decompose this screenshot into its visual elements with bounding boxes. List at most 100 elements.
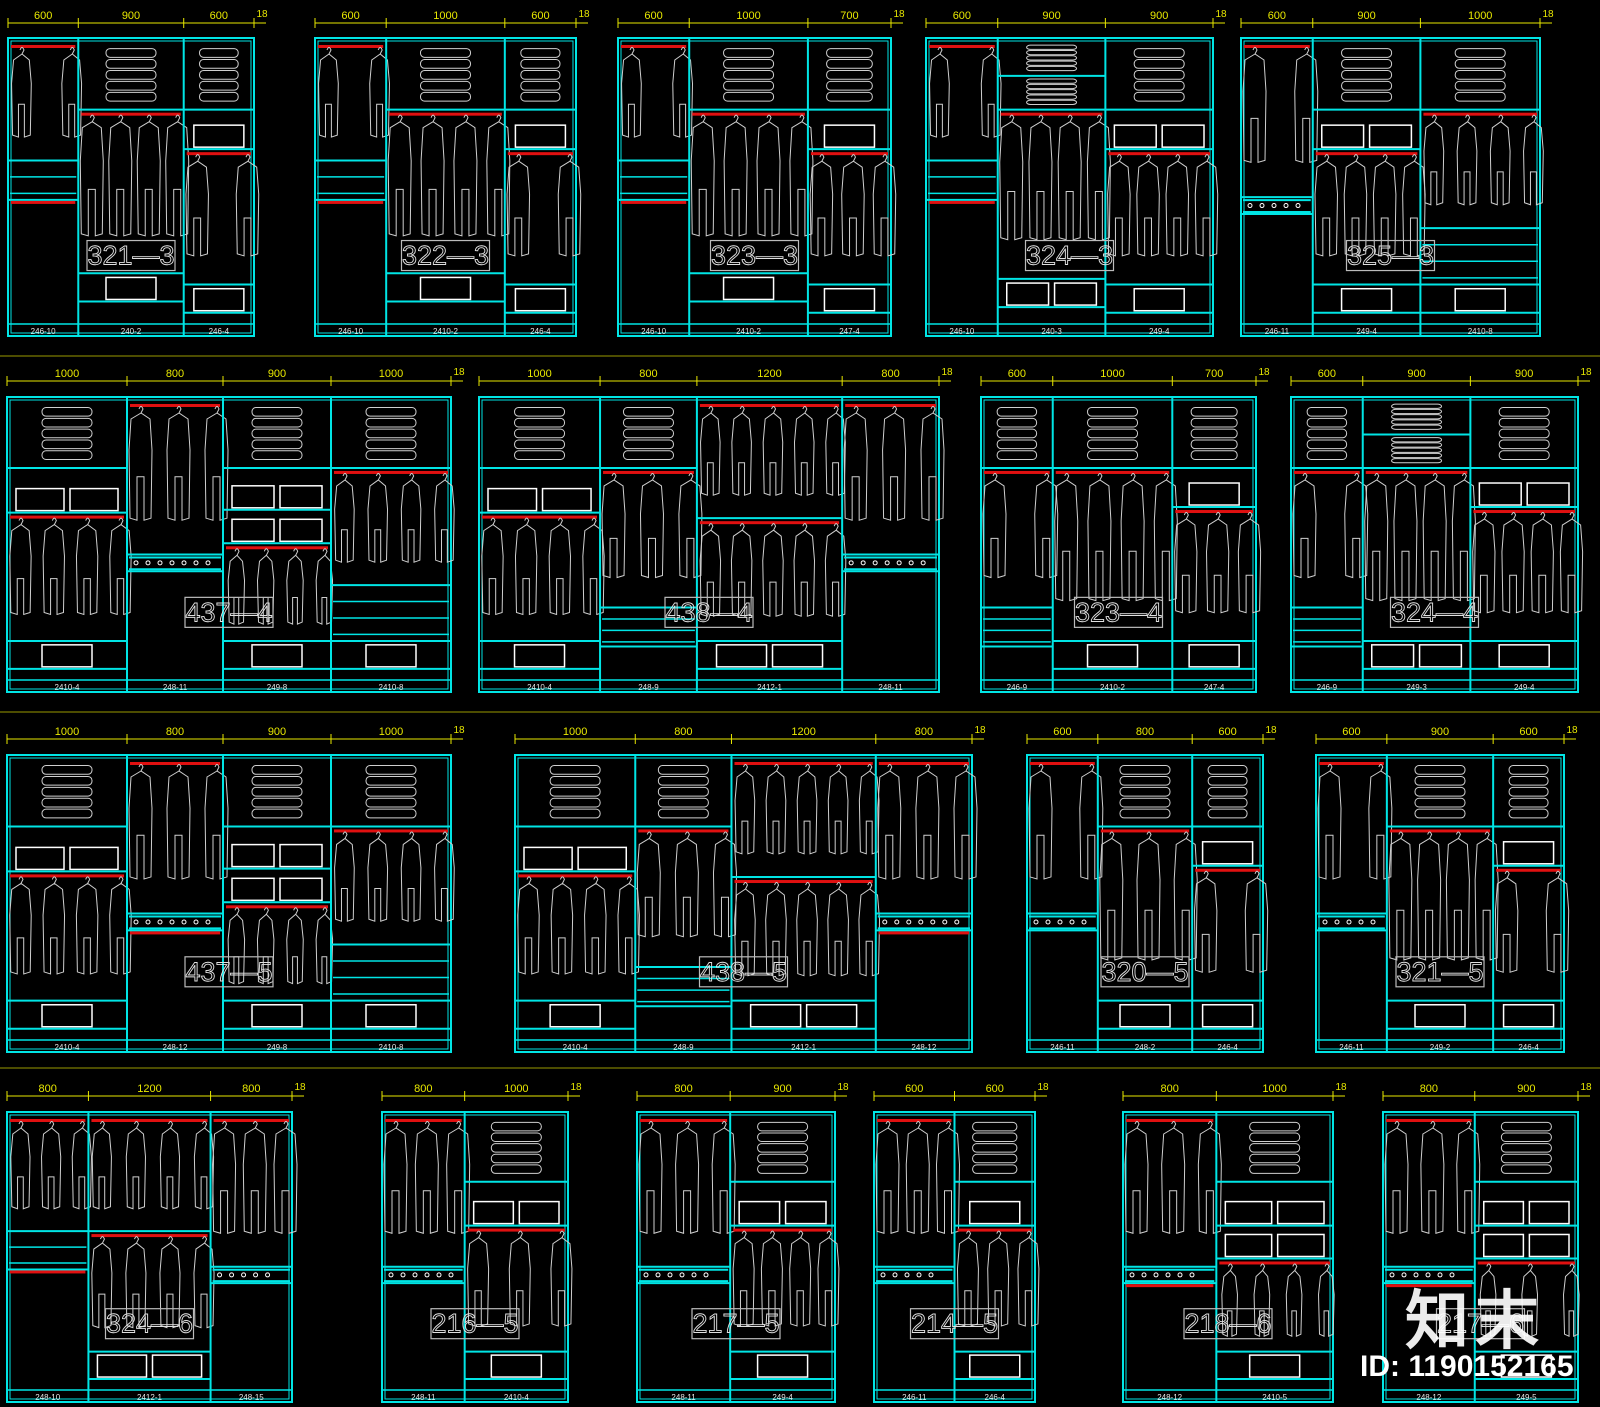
drawer-box [419, 276, 472, 301]
folded-clothes-icon [972, 1132, 1018, 1143]
wardrobe-frame [381, 1111, 569, 1403]
hanging-rod [1244, 45, 1310, 48]
shoe-rack-dot [1259, 203, 1265, 209]
hanging-garment-icon [1120, 472, 1145, 602]
hanging-rod [130, 404, 220, 407]
thickness-label: 18 [1258, 367, 1270, 378]
wardrobe-frame-inner [620, 40, 889, 334]
dimension-label: 1000 [736, 10, 760, 22]
thickness-label: 18 [570, 1082, 582, 1093]
hanging-garment-icon [843, 406, 868, 521]
column-tag-label: 249-5 [1516, 1393, 1537, 1402]
unit-code-label: 323—4 [1075, 597, 1162, 627]
hanging-rod [1294, 470, 1360, 474]
hanging-garment-icon [367, 472, 389, 563]
folded-clothes-icon [1454, 80, 1506, 91]
drawer-box [15, 846, 65, 871]
column-tag-label: 246-10 [641, 327, 666, 336]
folded-clothes-icon [1500, 1164, 1552, 1174]
unit-code-label: 217—5 [692, 1309, 779, 1339]
unit-code-label: 324—3 [1026, 241, 1113, 271]
shoe-rack-dot [1437, 1272, 1443, 1278]
hanging-garment-icon [235, 154, 260, 257]
folded-clothes-icon [1498, 439, 1550, 450]
folded-clothes-icon [757, 1153, 809, 1164]
folded-clothes-icon [520, 59, 561, 69]
column-tag-label: 2410-2 [736, 327, 761, 336]
drawer-box [1188, 482, 1240, 506]
dimension-label: 900 [1431, 726, 1449, 738]
drawer-box [513, 644, 566, 668]
hanging-garment-icon [1343, 154, 1368, 257]
dimension-label: 800 [674, 1083, 692, 1095]
hanging-garment-icon [601, 472, 626, 579]
hanging-rod [734, 880, 873, 884]
drawer-box [490, 1354, 543, 1378]
dimension-label: 1000 [55, 726, 79, 738]
hanging-garment-icon [582, 517, 605, 616]
drawer-box [472, 1200, 515, 1225]
hanging-garment-icon [273, 1121, 298, 1234]
hanging-garment-icon [1472, 512, 1496, 614]
hanging-rod [10, 874, 124, 878]
folded-clothes-icon [1119, 775, 1171, 786]
hanging-garment-icon [809, 154, 834, 257]
unit-code-label: 321—3 [87, 241, 174, 271]
unit-code-label: 216—5 [431, 1309, 518, 1339]
thickness-label: 18 [1215, 9, 1227, 20]
hanging-rod [213, 1119, 289, 1122]
hanging-garment-icon [1364, 472, 1389, 602]
unit-code-box [400, 239, 491, 272]
drawer-box [279, 518, 323, 543]
folded-clothes-icon [1026, 60, 1078, 66]
hanging-garment-icon [872, 154, 897, 257]
folded-clothes-icon [365, 450, 417, 460]
column-tag-label: 249-2 [1430, 1043, 1451, 1052]
folded-clothes-icon [1508, 775, 1549, 786]
hanging-rod [1496, 868, 1561, 872]
hanging-garment-icon [1344, 472, 1369, 579]
hanging-garment-icon [1206, 512, 1230, 614]
folded-clothes-icon [1249, 1143, 1301, 1153]
shoe-rack-dot [181, 560, 187, 566]
folded-clothes-icon [657, 808, 709, 819]
unit-code-label: 323—3 [711, 241, 798, 271]
hanging-garment-icon [109, 517, 132, 616]
dimension-label: 600 [210, 10, 228, 22]
dimension-label: 800 [881, 368, 899, 380]
unit-code-label: 214—5 [911, 1309, 998, 1339]
wardrobe-frame-inner [481, 399, 937, 690]
hanging-garment-icon [75, 517, 99, 616]
dimension-label: 900 [1407, 368, 1425, 380]
folded-clothes-icon [1498, 450, 1550, 460]
folded-clothes-icon [420, 59, 471, 69]
drawer-box [1321, 124, 1365, 148]
shoe-rack-dot [896, 560, 902, 566]
hanging-garment-icon [982, 472, 1007, 579]
hanging-garment-icon [1057, 114, 1082, 241]
column-tag-label: 240-3 [1041, 327, 1062, 336]
shoe-rack-dot [667, 1272, 673, 1278]
drawer-box [365, 644, 417, 668]
folded-clothes-icon [723, 59, 775, 69]
hanging-garment-icon [875, 1121, 900, 1234]
wardrobe-frame [1290, 396, 1579, 693]
thickness-label: 18 [453, 725, 465, 736]
folded-clothes-icon [1498, 428, 1550, 439]
drawer-box [1006, 282, 1050, 306]
hanging-garment-icon [827, 882, 849, 977]
hanging-rod [603, 470, 694, 474]
folded-clothes-icon [1190, 439, 1238, 450]
shoe-rack-dot [145, 919, 151, 925]
column-tag-label: 248-11 [671, 1393, 696, 1402]
folded-clothes-icon [1341, 48, 1393, 58]
column-tag-label: 248-12 [163, 1043, 188, 1052]
hanging-garment-icon [675, 1121, 700, 1234]
hanging-garment-icon [108, 114, 133, 237]
watermark-id-label: ID: 1190152165 [1360, 1350, 1574, 1383]
dimension-label: 1000 [379, 726, 403, 738]
hanging-garment-icon [1086, 114, 1111, 241]
dimension-label: 600 [531, 10, 549, 22]
